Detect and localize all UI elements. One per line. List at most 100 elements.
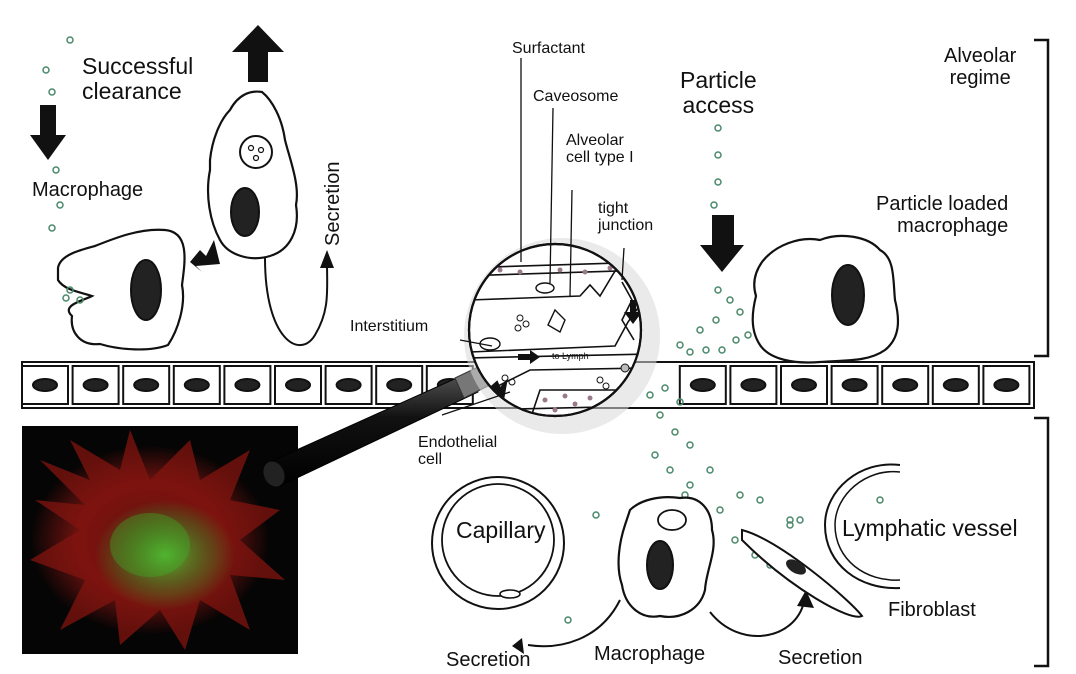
label-fibroblast: Fibroblast <box>888 599 976 621</box>
label-particle-loaded-macrophage: Particle loaded macrophage <box>876 193 1009 237</box>
epithelial-cell <box>274 365 322 405</box>
cell-nucleus <box>183 378 210 392</box>
cell-nucleus <box>841 378 868 392</box>
epithelial-cell <box>223 365 272 405</box>
label-capillary: Capillary <box>456 517 546 543</box>
cell-nucleus <box>32 378 58 392</box>
particle <box>48 88 56 96</box>
regime-brackets <box>1034 38 1050 668</box>
micrograph-image <box>22 426 298 654</box>
particles <box>42 36 884 624</box>
particle <box>686 348 694 356</box>
lens-particle <box>497 267 503 273</box>
label-secretion-vertical: Secretion <box>322 161 344 247</box>
particle <box>48 224 56 232</box>
particle <box>676 341 684 349</box>
lens-particle <box>572 401 578 407</box>
particle <box>686 481 694 489</box>
particle <box>732 336 740 344</box>
epithelial-cell <box>172 365 221 405</box>
label-alveolar-regime: Alveolar regime <box>944 45 1017 89</box>
particle <box>52 166 60 174</box>
cell-nucleus <box>942 378 969 392</box>
lens-particle <box>557 267 563 273</box>
capillary <box>431 476 565 610</box>
cell-nucleus <box>335 378 362 392</box>
lens-particle <box>552 407 558 413</box>
macrophage-bottom <box>512 496 814 654</box>
macrophage-top-left <box>56 228 186 351</box>
particle <box>786 521 794 529</box>
particle <box>744 331 752 339</box>
magnifier-lens <box>464 238 660 434</box>
secretion-arrowhead-top <box>320 250 334 268</box>
particle <box>661 384 669 392</box>
lens-particle <box>587 395 593 401</box>
particle <box>718 346 726 354</box>
particle <box>716 506 724 514</box>
particle <box>651 451 659 459</box>
block-arrow-icon <box>30 25 744 272</box>
particle <box>702 346 710 354</box>
leader-lines <box>441 58 625 416</box>
cell-nucleus <box>791 378 817 392</box>
particle <box>714 286 722 294</box>
particle <box>696 326 704 334</box>
label-caveosome: Caveosome <box>533 88 619 105</box>
label-lymphatic-vessel: Lymphatic vessel <box>842 515 1018 541</box>
cell-nucleus <box>689 378 716 392</box>
particle <box>76 296 84 304</box>
particle-loaded-macrophage <box>751 234 900 364</box>
lymphatic-vessel <box>823 463 901 590</box>
cell-nucleus <box>740 378 767 392</box>
label-particle-access: Particle access <box>680 67 757 118</box>
label-to-lymph: to Lymph <box>552 351 589 361</box>
particle <box>592 511 600 519</box>
epithelial-cell <box>830 365 879 405</box>
lens-particle <box>607 265 613 271</box>
particle <box>712 316 720 324</box>
macrophage-top-middle <box>206 90 298 260</box>
cell-nucleus <box>133 378 160 392</box>
lens-particle <box>562 393 568 399</box>
particle <box>666 466 674 474</box>
label-macrophage-top: Macrophage <box>32 179 144 201</box>
particle <box>671 428 679 436</box>
label-alveolar-cell-type-1: Alveolar cell type I <box>566 132 634 167</box>
cell-nucleus <box>234 378 261 392</box>
fibroblast <box>741 528 864 618</box>
secretion-curve-top <box>264 257 329 346</box>
particle <box>714 151 722 159</box>
particle <box>796 516 804 524</box>
particle <box>656 411 664 419</box>
cell-nucleus <box>82 378 109 392</box>
cell-nucleus <box>386 378 413 392</box>
label-surfactant: Surfactant <box>512 40 585 57</box>
label-interstitium: Interstitium <box>350 318 429 335</box>
particle <box>731 536 739 544</box>
particle <box>876 496 884 504</box>
particle <box>42 66 50 74</box>
lens-particle <box>542 397 548 403</box>
epithelial-cells <box>21 365 1031 405</box>
lens-particle <box>517 269 523 275</box>
label-endothelial-cell: Endothelial cell <box>418 434 498 469</box>
label-successful-clearance: Successful clearance <box>82 53 194 104</box>
label-secretion-bottom-right: Secretion <box>778 647 863 669</box>
label-macrophage-bottom: Macrophage <box>594 643 706 665</box>
cell-nucleus <box>892 378 919 392</box>
particle <box>714 124 722 132</box>
particle <box>564 616 572 624</box>
particle <box>62 294 70 302</box>
particle <box>66 36 74 44</box>
particle <box>676 398 684 406</box>
particle <box>66 286 74 294</box>
cell-nucleus <box>285 378 311 392</box>
particle <box>714 178 722 186</box>
particle <box>646 391 654 399</box>
particle <box>706 466 714 474</box>
particle <box>786 516 794 524</box>
label-tight-junction: tight junction <box>598 200 654 235</box>
